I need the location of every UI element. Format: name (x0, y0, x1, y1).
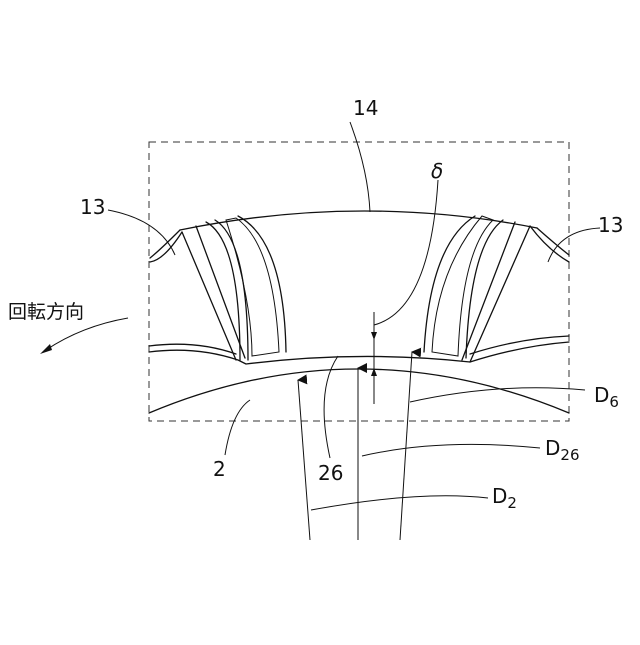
label-stator-left: 13 (80, 195, 105, 219)
d2-line (298, 380, 310, 540)
d2-leader (311, 496, 488, 510)
label-d26-base: D (545, 436, 560, 460)
left-slot-wall (196, 226, 245, 358)
label-d26: D26 (545, 436, 580, 464)
gap-right-edge (470, 336, 569, 354)
label-d26-sub: 26 (560, 446, 579, 464)
gap-left-edge (149, 344, 236, 354)
label-tip: 26 (318, 461, 343, 485)
d6-leader (410, 388, 585, 402)
rotation-arrow-head (40, 344, 52, 354)
rotor-tooth-leader (350, 122, 370, 212)
left-slot-curve-1 (206, 222, 240, 360)
label-rotation-direction: 回転方向 (8, 301, 84, 323)
right-slot-curve-1 (466, 220, 503, 358)
label-d6: D6 (594, 383, 619, 411)
stator-left-upper (150, 232, 182, 262)
delta-arrow-top (371, 332, 377, 340)
label-d2: D2 (492, 484, 517, 512)
rotor-leader (225, 400, 250, 455)
label-d6-sub: 6 (609, 393, 619, 411)
label-d2-sub: 2 (507, 494, 517, 512)
delta-leader (374, 180, 438, 325)
label-d2-base: D (492, 484, 507, 508)
label-d6-base: D (594, 383, 609, 407)
rotor-tooth-top (180, 211, 537, 230)
left-slot-curve-3 (238, 216, 286, 352)
left-slot-outer (182, 232, 236, 360)
rotor-outline (149, 369, 569, 413)
gap-upper-surface (149, 342, 569, 364)
label-rotor-tooth: 14 (353, 96, 378, 120)
d26-leader (362, 444, 540, 456)
tip-leader (324, 356, 338, 458)
right-magnet (432, 216, 493, 356)
left-magnet (226, 218, 279, 356)
label-stator-right: 13 (598, 213, 623, 237)
d6-line (400, 352, 412, 540)
stator-left-leader (108, 210, 175, 255)
label-delta: δ (431, 159, 443, 183)
stator-right-upper (530, 226, 569, 262)
label-rotor: 2 (213, 457, 226, 481)
right-slot-wall (462, 222, 515, 360)
